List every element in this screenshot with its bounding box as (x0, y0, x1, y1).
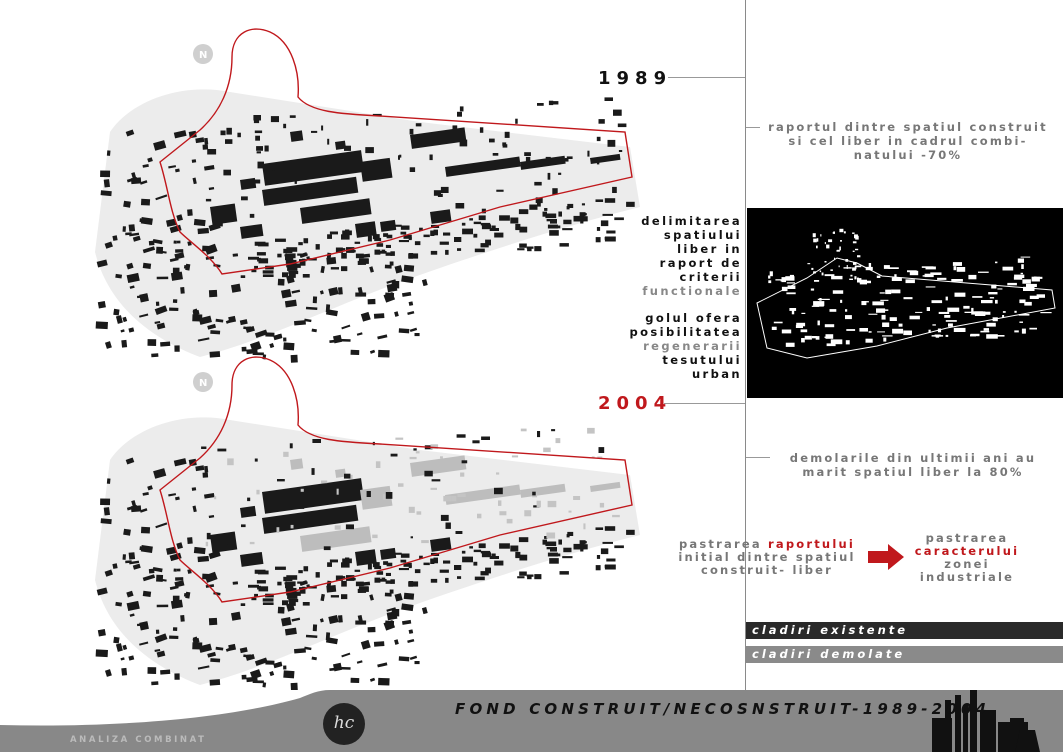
ratio-leader (746, 127, 760, 128)
year-2004-leader (664, 403, 745, 404)
demolition-note: demolarile din ultimii ani au marit spat… (789, 451, 1037, 479)
legend-demolished-buildings: cladiri demolate (746, 646, 1063, 663)
footer-band (0, 690, 1063, 752)
void-text: golul ofera posibilitatea regenerarii te… (629, 311, 742, 381)
ratio-note: raportul dintre spatiul construit si cel… (768, 120, 1048, 162)
site-plan-1989: N (95, 28, 640, 363)
north-compass-icon: N (199, 50, 207, 61)
legend-existing-buildings: cladiri existente (746, 622, 1063, 639)
keep-character-text: pastrarea caracterului zonei industriale (914, 531, 1020, 584)
void-diagram-panel (747, 208, 1063, 398)
delimitation-text: delimitarea spatiului liber in raport de… (641, 214, 742, 298)
year-1989-label: 1989 (598, 68, 673, 89)
page-footer-title: FOND CONSTRUIT/NECOSNSTRUIT-1989-2004 (455, 700, 991, 718)
year-2004-label: 2004 (598, 393, 673, 414)
north-compass-icon: N (199, 378, 207, 389)
site-plans: N N (95, 28, 640, 690)
keep-ratio-text: pastrarea raportului initial dintre spat… (678, 537, 856, 577)
void-diagram (756, 228, 1056, 359)
footer-section-label: ANALIZA COMBINAT (70, 735, 207, 745)
arrow-right-icon (868, 544, 904, 570)
hc-logo: hc (323, 703, 365, 745)
site-plan-2004: N (95, 356, 640, 690)
demolition-leader (746, 457, 770, 458)
vertical-divider (745, 0, 746, 752)
factory-silhouette-icon (932, 690, 1040, 752)
year-1989-leader (668, 77, 745, 78)
